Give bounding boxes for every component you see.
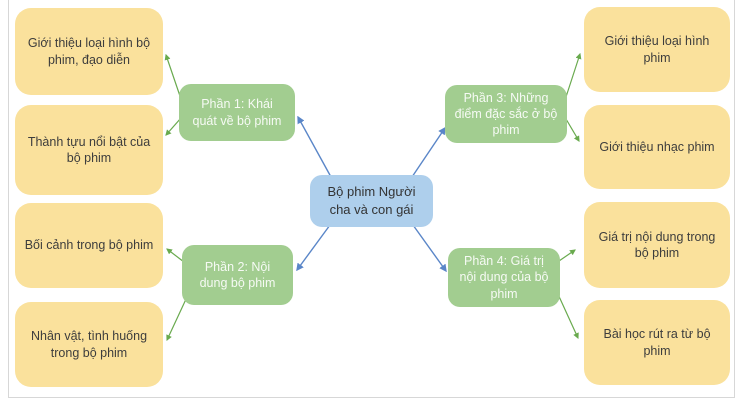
subtopic-label: Bối cảnh trong bộ phim xyxy=(24,238,154,253)
subtopic-node-achievements[interactable]: Thành tựu nổi bật của bộ phim xyxy=(15,105,163,195)
subtopic-node-lessons[interactable]: Bài học rút ra từ bộ phim xyxy=(584,300,730,385)
subtopic-node-intro-music[interactable]: Giới thiệu nhạc phim xyxy=(584,105,730,189)
subtopic-label: Giới thiệu loại hình phim xyxy=(604,34,710,65)
connector-center-to-branch-4 xyxy=(412,224,447,273)
center-topic-node[interactable]: Bộ phim Người cha và con gái xyxy=(310,175,433,227)
connector-center-to-branch-3 xyxy=(411,126,446,178)
connector-branch1-child1 xyxy=(164,53,182,100)
branch-node-phan-1[interactable]: Phần 1: Khái quát về bộ phim xyxy=(179,84,295,141)
branch-node-phan-4[interactable]: Phần 4: Giá trị nội dung của bộ phim xyxy=(448,248,560,307)
subtopic-label: Thành tựu nổi bật của bộ phim xyxy=(27,134,151,166)
subtopic-node-intro-genre-director[interactable]: Giới thiệu loại hình bộ phim, đạo diễn xyxy=(15,8,163,95)
branch-node-phan-3[interactable]: Phần 3: Những điểm đặc sắc ở bộ phim xyxy=(445,85,567,143)
branch-label: Phần 3: Những điểm đặc sắc ở bộ phim xyxy=(454,90,558,138)
branch-label: Phần 4: Giá trị nội dung của bộ phim xyxy=(459,254,549,301)
connector-branch1-child2 xyxy=(165,117,182,136)
connector-branch4-child2 xyxy=(556,291,579,340)
connector-center-to-branch-2 xyxy=(296,224,331,272)
connector-branch3-child1 xyxy=(564,52,582,101)
center-topic-label: Bộ phim Người cha và con gái xyxy=(327,184,416,217)
connector-branch2-child1 xyxy=(166,248,185,263)
green-connector-group xyxy=(164,52,582,342)
branch-label: Phần 2: Nội dung bộ phim xyxy=(199,259,276,290)
connector-branch4-child1 xyxy=(558,249,576,262)
branch-label: Phần 1: Khái quát về bộ phim xyxy=(192,97,282,128)
connector-center-to-branch-1 xyxy=(297,115,332,178)
blue-connector-group xyxy=(296,115,447,273)
branch-node-phan-2[interactable]: Phần 2: Nội dung bộ phim xyxy=(182,245,293,305)
subtopic-label: Giới thiệu nhạc phim xyxy=(599,139,715,154)
subtopic-node-characters-situations[interactable]: Nhân vật, tình huống trong bộ phim xyxy=(15,302,163,387)
subtopic-label: Nhân vật, tình huống trong bộ phim xyxy=(30,329,148,360)
subtopic-node-content-value[interactable]: Giá trị nội dung trong bộ phim xyxy=(584,202,730,288)
connector-branch2-child2 xyxy=(166,296,188,342)
subtopic-label: Giá trị nội dung trong bộ phim xyxy=(598,229,716,261)
subtopic-label: Bài học rút ra từ bộ phim xyxy=(603,327,711,358)
connector-branch3-child2 xyxy=(565,118,580,142)
subtopic-node-intro-film-genre[interactable]: Giới thiệu loại hình phim xyxy=(584,7,730,92)
subtopic-node-setting[interactable]: Bối cảnh trong bộ phim xyxy=(15,203,163,288)
subtopic-label: Giới thiệu loại hình bộ phim, đạo diễn xyxy=(27,36,151,67)
